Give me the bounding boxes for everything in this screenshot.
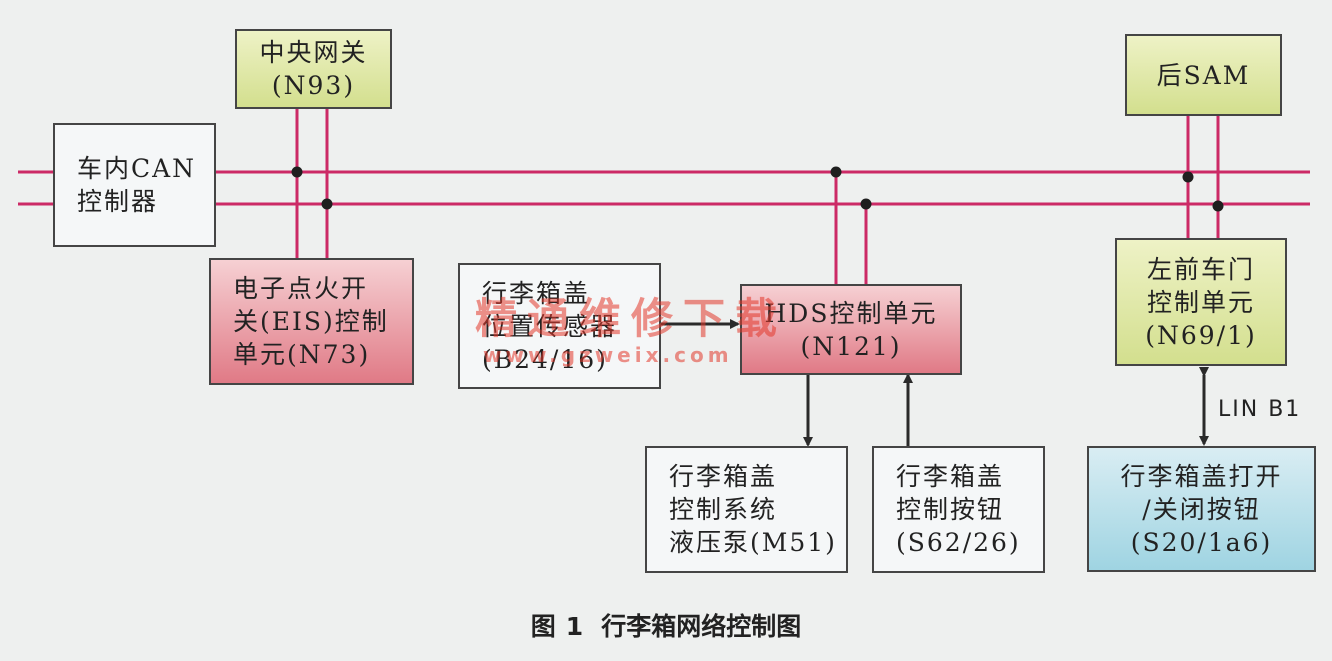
- node-label-line: 控制器: [77, 187, 159, 216]
- node-label-line: 后SAM: [1156, 60, 1251, 90]
- node-label-line: 左前车门: [1146, 254, 1255, 284]
- left-front-door-control-unit-box: 左前车门控制单元(N69/1): [1115, 238, 1287, 366]
- trunk-lid-control-button-box: 行李箱盖控制按钮 (S62/26): [872, 446, 1045, 573]
- junction-dot: [1212, 200, 1224, 212]
- node-label-line: (N121): [800, 331, 902, 361]
- node-label-line: 关(EIS)控制: [233, 307, 389, 336]
- node-label-line: 行李箱盖打开: [1120, 461, 1283, 491]
- trunk-open-close-button-box: 行李箱盖打开/关闭按钮(S20/1a6): [1087, 446, 1316, 572]
- hds-control-unit-box: HDS控制单元(N121): [740, 284, 962, 375]
- node-label-line: 电子点火开: [233, 274, 369, 303]
- node-label-line: 控制系统: [669, 495, 778, 524]
- node-label-line: 控制单元: [1146, 287, 1255, 317]
- eis-control-unit-box: 电子点火开关(EIS)控制单元(N73): [209, 258, 414, 385]
- node-label-line: /关闭按钮: [1142, 494, 1261, 524]
- node-label-line: HDS控制单元: [764, 298, 938, 328]
- rear-sam-box: 后SAM: [1125, 34, 1282, 116]
- junction-dot: [830, 166, 842, 178]
- node-label-line: 车内CAN: [77, 154, 197, 183]
- junction-dot: [1182, 171, 1194, 183]
- node-label-line: (B24/16): [482, 344, 608, 374]
- junction-dot: [860, 198, 872, 210]
- node-label-line: (S20/1a6): [1130, 527, 1273, 557]
- node-label-line: 液压泵(M51): [669, 528, 837, 557]
- hydraulic-pump-box: 行李箱盖控制系统液压泵(M51): [645, 446, 848, 573]
- node-label-line: 单元(N73): [233, 340, 371, 369]
- caption-title: 行李箱网络控制图: [601, 612, 802, 641]
- node-label-line: 行李箱盖: [669, 462, 778, 491]
- node-label-line: (S62/26): [896, 528, 1021, 557]
- trunk-lid-position-sensor-box: 行李箱盖位置传感器(B24/16): [458, 263, 661, 389]
- caption-number: 1: [565, 612, 584, 641]
- node-label-line: (N69/1): [1145, 320, 1257, 350]
- node-label-line: 行李箱盖: [896, 462, 1005, 491]
- node-label-line: (N93): [271, 71, 356, 100]
- watermark-url: www.gzweix.com: [483, 343, 733, 367]
- node-label-line: 控制按钮: [896, 495, 1005, 524]
- can-controller-box: 车内CAN 控制器: [53, 123, 216, 247]
- caption-prefix: 图: [530, 612, 556, 641]
- lin-b1-label: LIN B1: [1218, 397, 1302, 422]
- watermark-text: 精通维修下载: [475, 294, 788, 343]
- central-gateway-box: 中央网关 (N93): [235, 29, 392, 109]
- junction-dot: [291, 166, 303, 178]
- node-label-line: 行李箱盖: [482, 278, 591, 308]
- junction-dot: [321, 198, 333, 210]
- node-label-line: 中央网关: [259, 38, 368, 67]
- node-label-line: 位置传感器: [482, 311, 618, 341]
